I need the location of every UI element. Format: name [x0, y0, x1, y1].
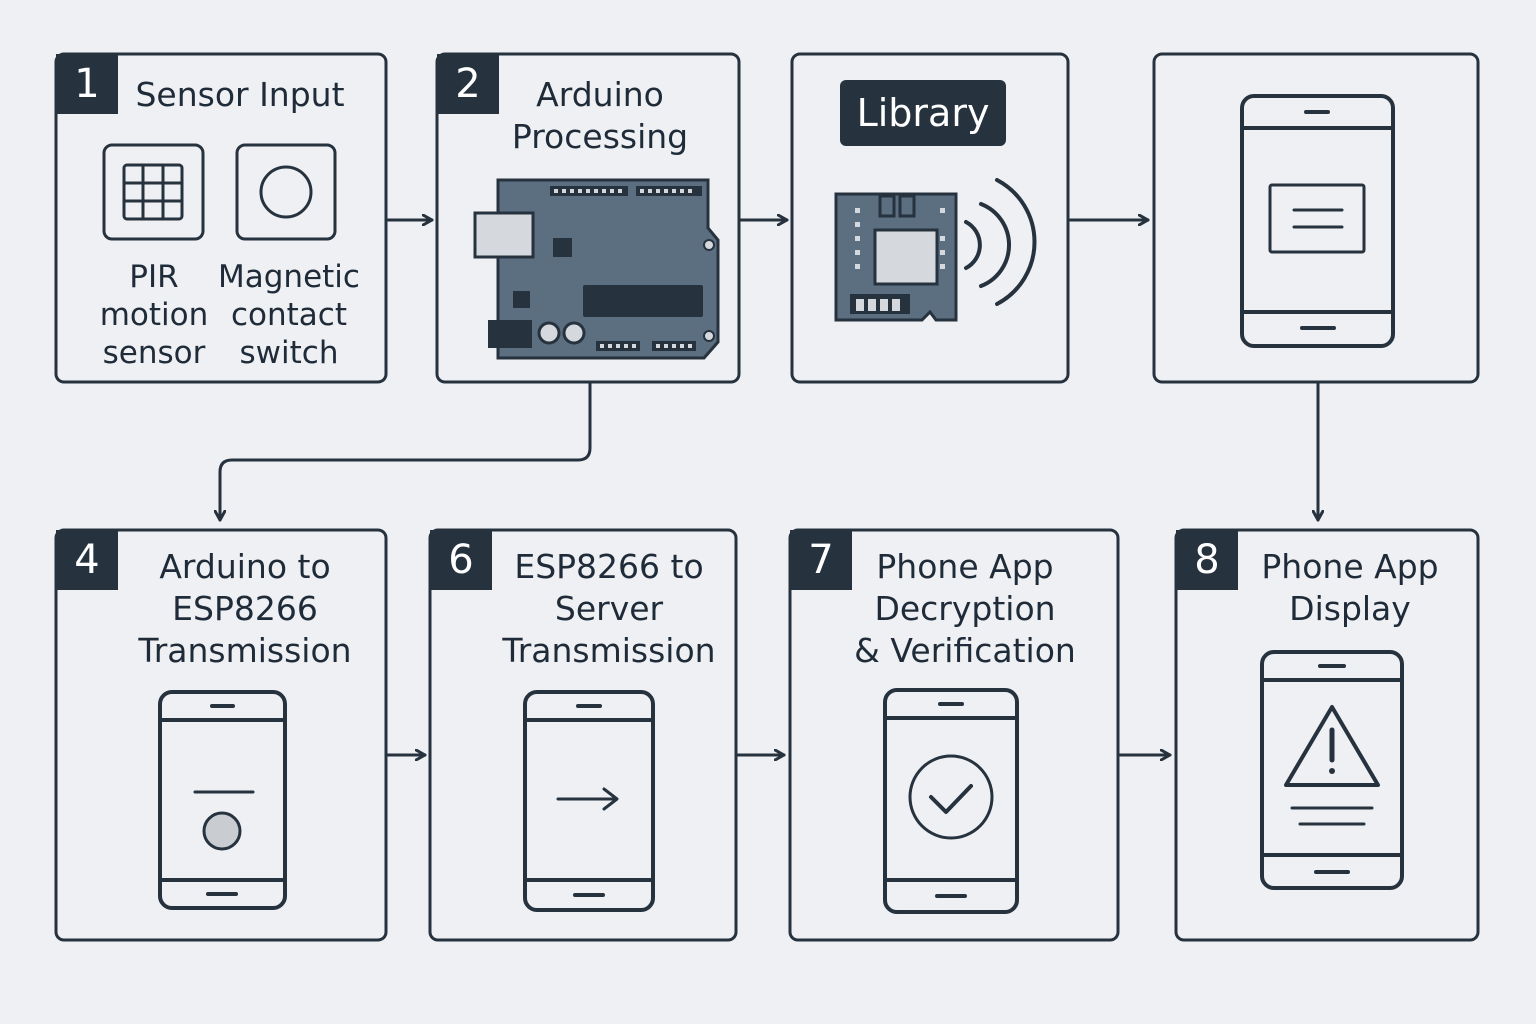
- panel-1: [54, 52, 388, 384]
- panel-5: [54, 528, 388, 942]
- panel-7: [788, 528, 1120, 942]
- phone-arrow-icon: [523, 690, 655, 912]
- sensor-label-pir: PIR motion sensor: [99, 259, 209, 371]
- step-title-arduino-processing: Arduino Processing: [511, 75, 689, 156]
- step-number-7: 7: [790, 530, 852, 590]
- panel-6: [428, 528, 738, 942]
- phone-check-icon: [883, 688, 1019, 914]
- step-title-arduino-to-esp: Arduino to ESP8266 Transmission: [138, 547, 352, 670]
- step-title-sensor-input: Sensor Input: [135, 75, 345, 114]
- sensor-label-magnetic: Magnetic contact switch: [218, 259, 360, 371]
- panel-4: [1152, 52, 1480, 384]
- phone-transmit-icon: [158, 690, 287, 910]
- esp-module-icon: [834, 178, 1037, 322]
- step-title-decryption: Phone App Decryption & Verification: [854, 547, 1076, 670]
- phone-message-icon: [1240, 94, 1395, 348]
- step-number-2: 2: [437, 54, 499, 114]
- step-title-phone-display: Phone App Display: [1261, 547, 1439, 628]
- step-number-4: 4: [56, 530, 118, 590]
- circle-sensor-icon: [235, 143, 337, 241]
- step-number-1: 1: [56, 54, 118, 114]
- grid-sensor-icon: [102, 143, 205, 241]
- step-number-8: 8: [1176, 530, 1238, 590]
- arrow-2-to-4: [220, 382, 592, 522]
- library-tag: Library: [840, 80, 1006, 146]
- phone-warning-icon: [1260, 650, 1404, 890]
- arduino-board-icon: [473, 178, 720, 360]
- step-number-6: 6: [430, 530, 492, 590]
- step-title-esp-to-server: ESP8266 to Server Transmission: [502, 547, 716, 670]
